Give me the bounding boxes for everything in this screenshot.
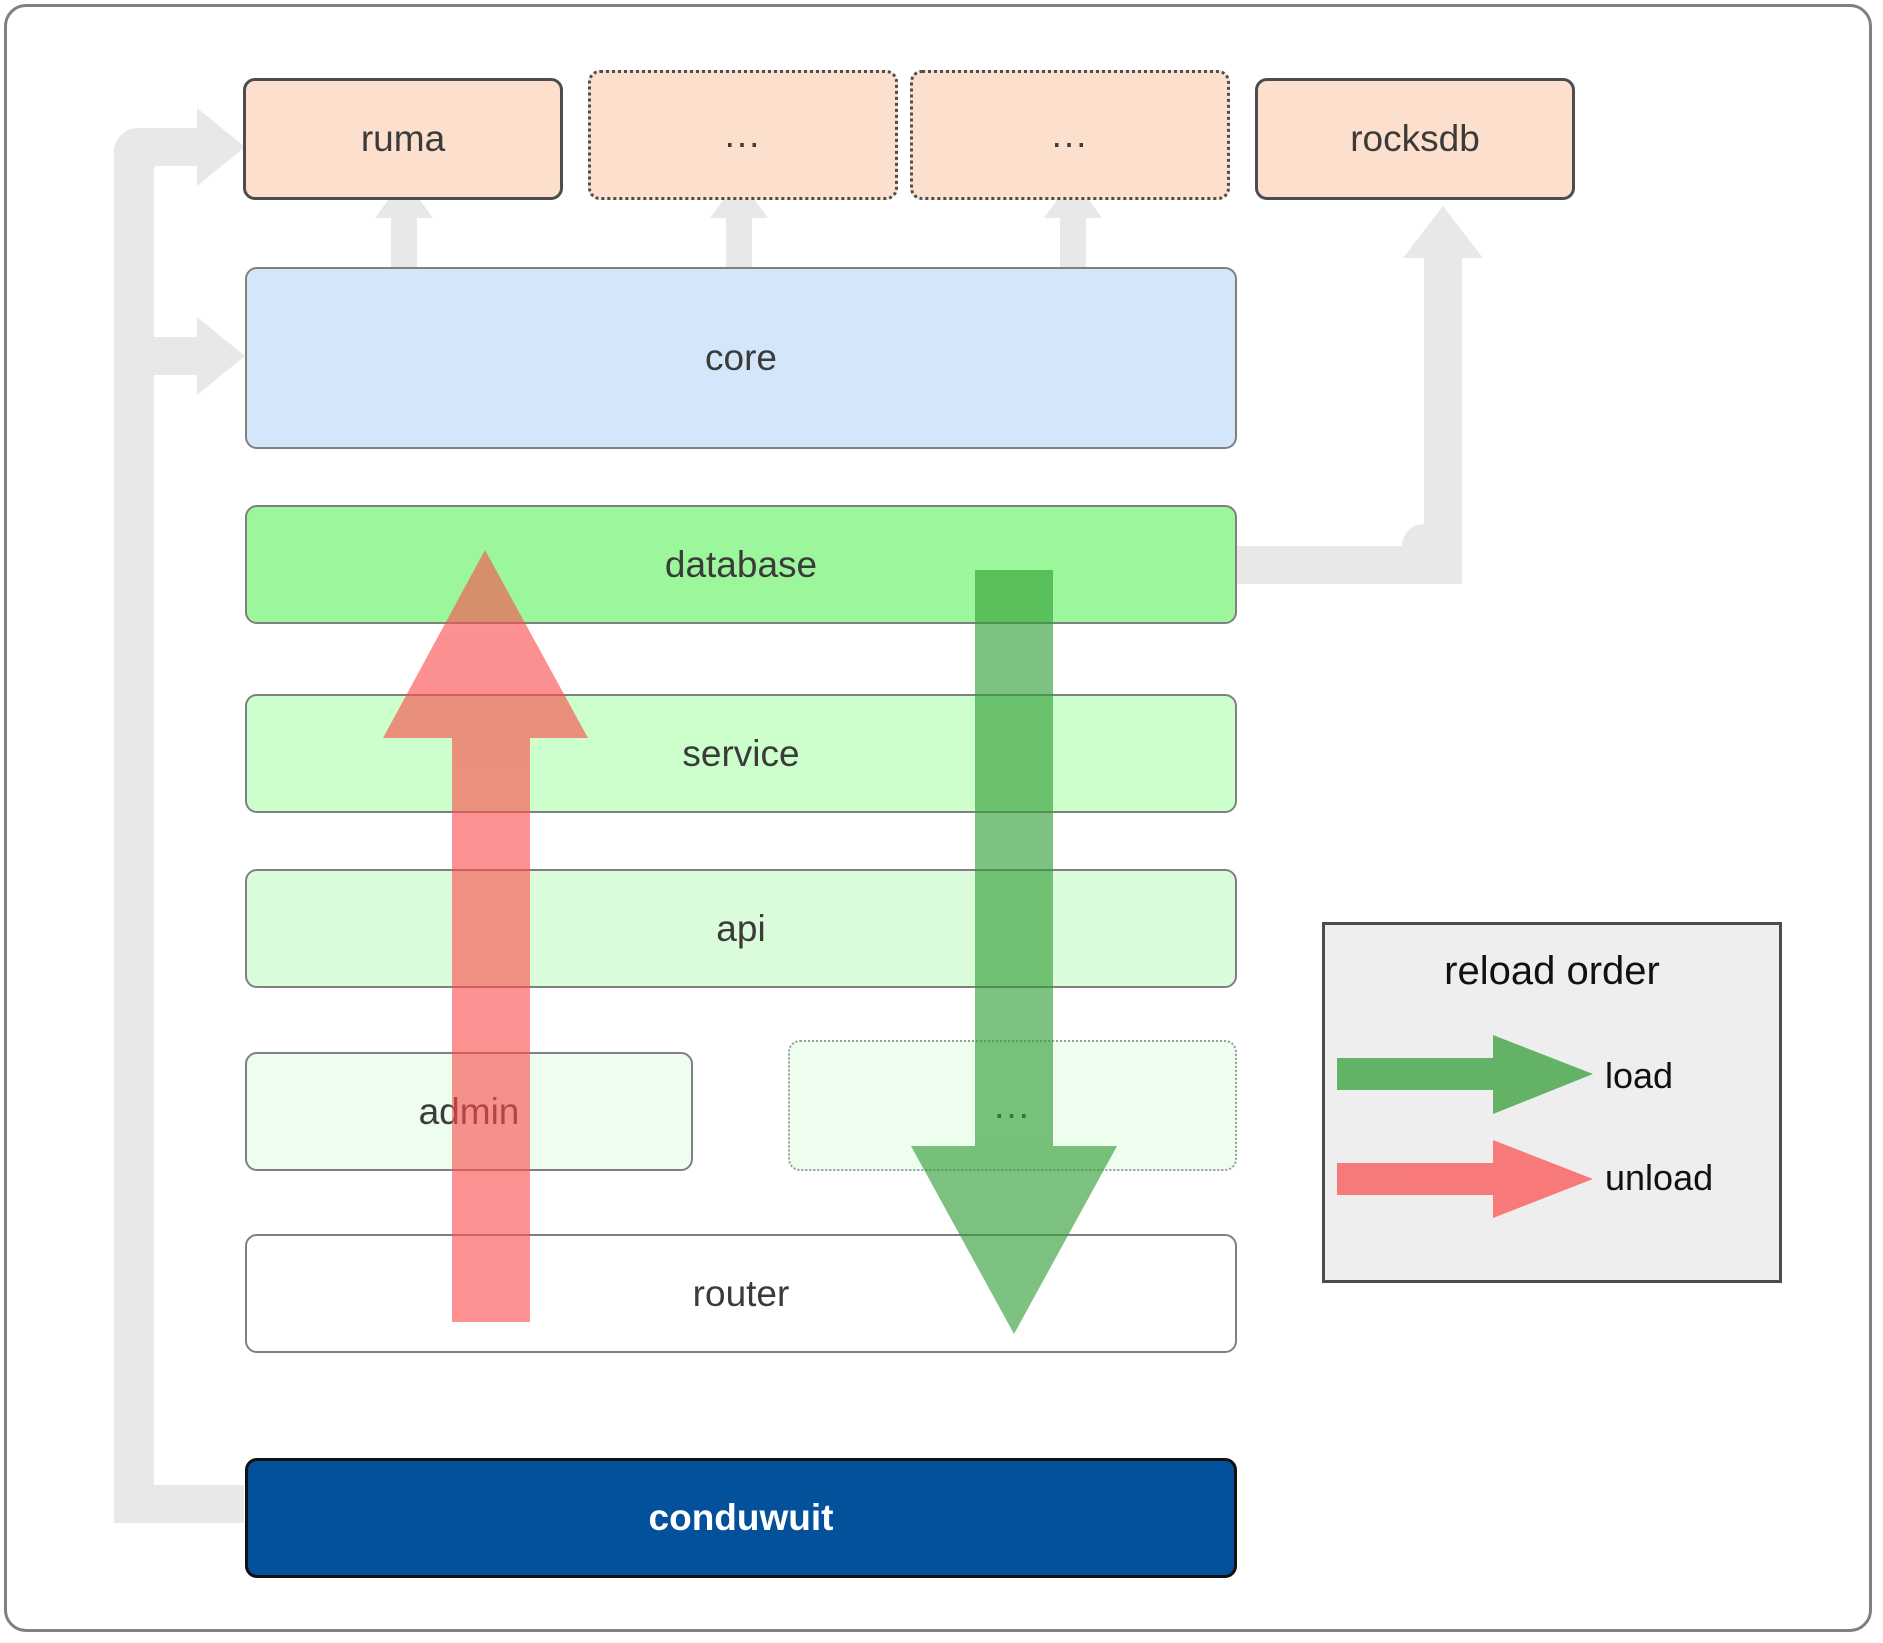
diagram-frame: [4, 4, 1872, 1632]
legend-load-head: [1493, 1035, 1593, 1114]
legend-label-unload: unload: [1605, 1157, 1714, 1198]
legend-panel: reload order load unload: [1322, 922, 1782, 1283]
legend-load-arrow: [1337, 1035, 1593, 1114]
node-service-label: service: [682, 732, 800, 774]
node-dots-1: ...: [588, 70, 898, 200]
legend-title: reload order: [1444, 949, 1660, 993]
node-rocksdb: rocksdb: [1255, 78, 1575, 200]
legend-arrows: [1337, 1035, 1593, 1218]
node-router: router: [245, 1234, 1237, 1353]
node-database-label: database: [664, 543, 818, 585]
node-conduwuit-label: conduwuit: [648, 1497, 834, 1538]
node-service: service: [245, 694, 1237, 813]
node-rocksdb-label: rocksdb: [1350, 118, 1480, 159]
legend-unload-arrow: [1337, 1140, 1593, 1218]
node-api: api: [245, 869, 1237, 988]
node-core: core: [245, 267, 1237, 449]
node-admin-label: admin: [418, 1090, 520, 1132]
node-core-label: core: [705, 337, 777, 378]
node-conduwuit: conduwuit: [245, 1458, 1237, 1578]
node-ruma-label: ruma: [360, 118, 446, 159]
node-admin: admin: [245, 1052, 693, 1171]
node-api-label: api: [716, 907, 766, 949]
node-dots-2: ...: [910, 70, 1230, 200]
node-ruma: ruma: [243, 78, 563, 200]
node-dots-3-label: ...: [994, 1084, 1031, 1126]
legend-unload-head: [1493, 1140, 1593, 1218]
node-dots-1-label: ...: [724, 114, 762, 155]
legend-label-load: load: [1605, 1055, 1674, 1096]
node-database: database: [245, 505, 1237, 624]
node-router-label: router: [692, 1272, 790, 1314]
node-dots-2-label: ...: [1051, 114, 1089, 155]
node-dots-3: ...: [788, 1040, 1237, 1171]
